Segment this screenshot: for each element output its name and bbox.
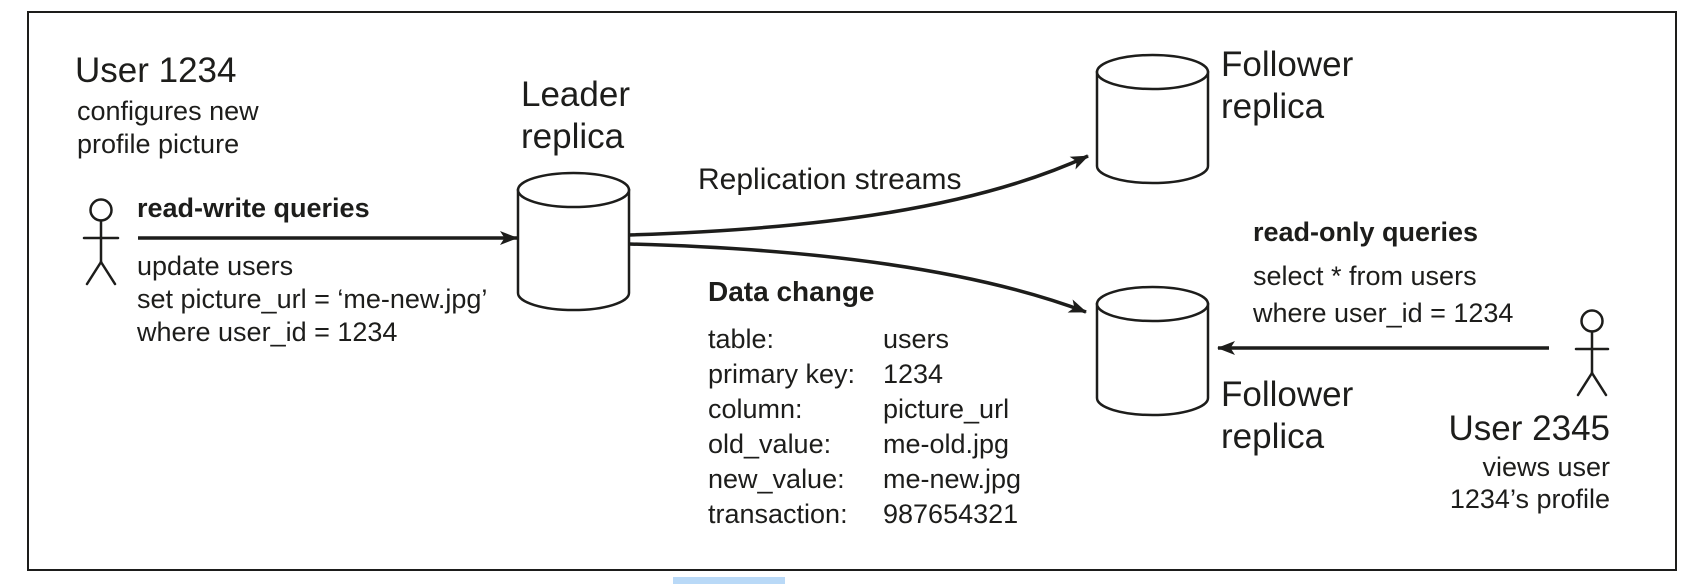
data-change-row-label: column:: [708, 394, 803, 424]
replication-streams-label: Replication streams: [698, 163, 962, 196]
data-change-row-label: transaction:: [708, 499, 848, 529]
follower-top-database-cylinder-icon: [1095, 53, 1210, 185]
follower-bottom-label: Follower replica: [1221, 375, 1354, 456]
data-change-row-value: me-new.jpg: [883, 464, 1022, 494]
follower-bottom-database-cylinder-icon: [1095, 285, 1210, 417]
replication-stream-bottom-arrow: [628, 242, 1087, 314]
leader-replica-label: Leader replica: [521, 75, 630, 156]
selection-highlight-bar: [673, 577, 785, 584]
data-change-row-value: 1234: [883, 359, 944, 389]
data-change-row-value: users: [883, 324, 950, 354]
data-change-row-label: table:: [708, 324, 775, 354]
user-1234-title: User 1234: [75, 51, 237, 90]
user-1234-subtitle: configures new profile picture: [77, 96, 259, 159]
replication-stream-top-arrow: [628, 154, 1089, 237]
data-change-row-value: 987654321: [883, 499, 1019, 529]
read-only-queries-label: read-only queries: [1253, 217, 1479, 247]
data-change-row-label: new_value:: [708, 464, 845, 494]
read-write-queries-label: read-write queries: [137, 193, 370, 223]
diagram-frame: [27, 11, 1677, 571]
data-change-row-label: primary key:: [708, 359, 856, 389]
user-2345-title: User 2345: [1448, 409, 1610, 448]
read-only-query-text: select * from users where user_id = 1234: [1253, 261, 1514, 328]
data-change-row-label: old_value:: [708, 429, 832, 459]
user-2345-stick-figure-icon: [1574, 309, 1610, 397]
data-change-table: table: users primary key: 1234 column: p…: [708, 322, 1021, 532]
read-write-query-text: update users set picture_url = ‘me-new.j…: [137, 251, 488, 347]
user-2345-subtitle: views user 1234’s profile: [1449, 452, 1610, 514]
data-change-heading: Data change: [708, 276, 875, 307]
data-change-row-value: me-old.jpg: [883, 429, 1010, 459]
leader-database-cylinder-icon: [516, 171, 631, 312]
follower-top-label: Follower replica: [1221, 45, 1354, 126]
data-change-row-value: picture_url: [883, 394, 1010, 424]
user-1234-stick-figure-icon: [82, 198, 120, 286]
